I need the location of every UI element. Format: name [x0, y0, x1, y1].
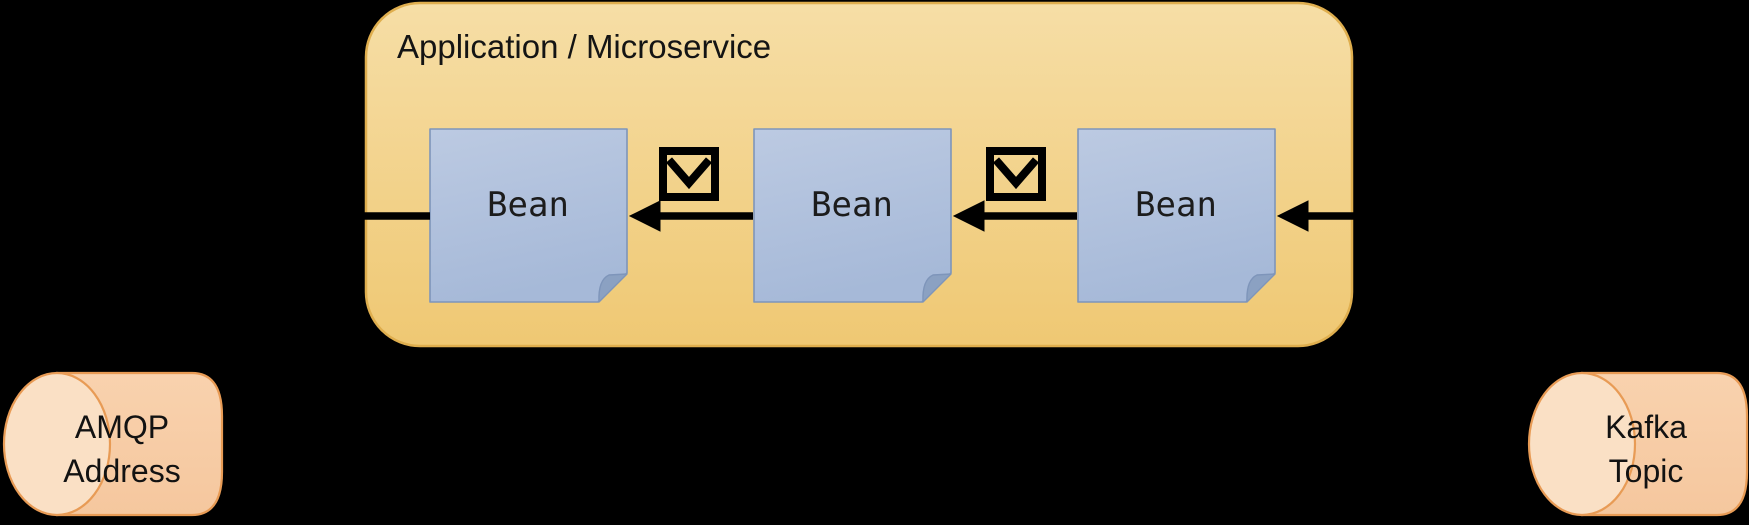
bean-folded-corner	[1246, 273, 1276, 303]
cylinder-end-face	[1527, 371, 1637, 517]
flow-arrows	[330, 200, 1470, 232]
kafka-label-line2: Topic	[1609, 453, 1684, 489]
kafka-cylinder: Kafka Topic	[1527, 371, 1749, 517]
cylinder-end-face	[2, 371, 112, 517]
bean-folded-corner	[598, 273, 628, 303]
bean-label: Bean	[487, 185, 569, 225]
message-envelope-icon	[659, 147, 719, 201]
bean-node-3: Bean	[1077, 128, 1276, 303]
bean-node-1: Bean	[429, 128, 628, 303]
envelope-flap	[665, 157, 713, 190]
bean-node-2: Bean	[753, 128, 952, 303]
kafka-label-line1: Kafka	[1605, 409, 1687, 445]
application-title: Application / Microservice	[397, 28, 771, 65]
amqp-label-line2: Address	[63, 453, 180, 489]
bean-label: Bean	[1135, 185, 1217, 225]
envelope-flap	[992, 157, 1040, 190]
message-envelope-icon	[986, 147, 1046, 201]
bean-folded-corner	[922, 273, 952, 303]
arrowhead-left-icon	[628, 200, 661, 232]
envelope-frame	[986, 147, 1046, 201]
amqp-label-line1: AMQP	[75, 409, 169, 445]
arrowhead-left-icon	[952, 200, 985, 232]
envelope-frame	[659, 147, 719, 201]
arrowhead-left-icon	[1276, 200, 1309, 232]
bean-label: Bean	[811, 185, 893, 225]
amqp-cylinder: AMQP Address	[2, 371, 224, 517]
